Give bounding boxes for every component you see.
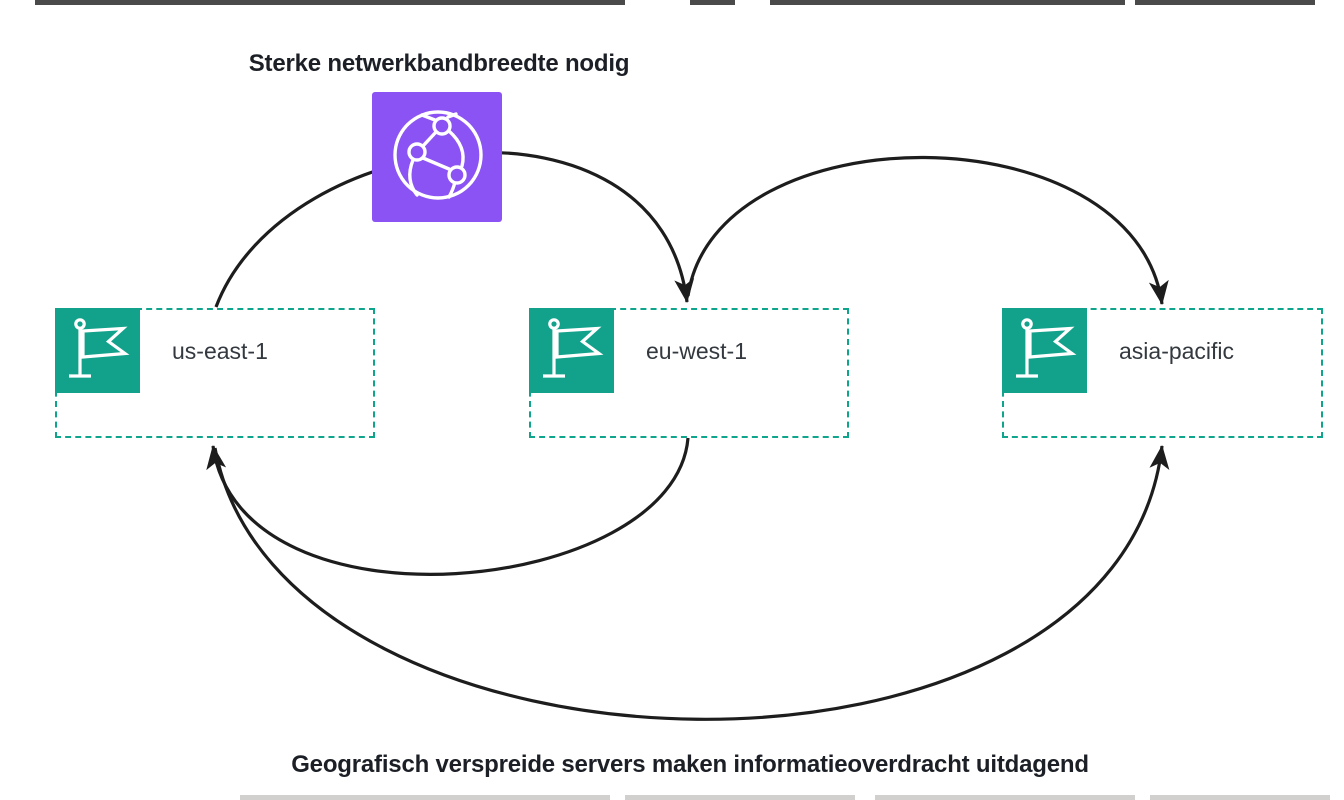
flag-square xyxy=(529,308,614,393)
flag-icon xyxy=(1016,318,1077,378)
region-label: eu-west-1 xyxy=(646,338,747,364)
flag-icon xyxy=(543,318,604,378)
region-label: asia-pacific xyxy=(1119,338,1235,364)
arc-us-to-asia xyxy=(213,445,1170,721)
region-label: us-east-1 xyxy=(172,338,268,364)
flag-square xyxy=(1002,308,1087,393)
top-caption: Sterke netwerkbandbreedte nodig xyxy=(248,50,630,77)
bottom-caption: Geografisch verspreide servers maken inf… xyxy=(291,751,1089,778)
region-node-eu-west-1: eu-west-1 xyxy=(529,308,849,438)
arc-eu-to-asia xyxy=(686,155,1169,305)
arc-eu-to-us xyxy=(206,437,690,576)
flag-square xyxy=(55,308,140,393)
region-node-us-east-1: us-east-1 xyxy=(55,308,375,438)
region-node-asia-pacific: asia-pacific xyxy=(1002,308,1323,438)
globe-network-icon xyxy=(393,110,483,200)
network-bandwidth-icon xyxy=(372,92,502,222)
flag-icon xyxy=(69,318,130,378)
